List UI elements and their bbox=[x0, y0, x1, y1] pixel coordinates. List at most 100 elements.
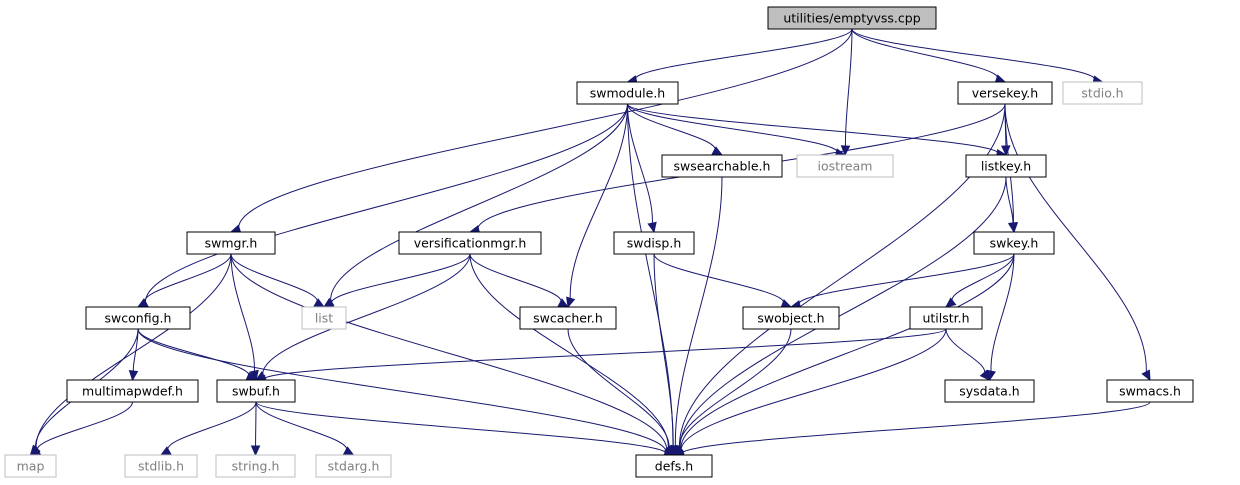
node-string[interactable]: string.h bbox=[215, 454, 296, 478]
edge-line bbox=[330, 103, 628, 303]
edge-line bbox=[262, 253, 471, 377]
node-swmacs[interactable]: swmacs.h bbox=[1106, 379, 1194, 403]
edge-line bbox=[680, 253, 1015, 451]
edge-swmgr-to-swbuf bbox=[230, 253, 259, 382]
edge-line bbox=[990, 253, 1015, 373]
node-label: listkey.h bbox=[981, 159, 1031, 174]
node-swkey[interactable]: swkey.h bbox=[973, 231, 1055, 255]
node-swmgr[interactable]: swmgr.h bbox=[186, 231, 276, 255]
edge-swbuf-to-string bbox=[250, 401, 261, 457]
node-swdisp[interactable]: swdisp.h bbox=[613, 231, 695, 255]
arrowhead bbox=[1141, 369, 1151, 382]
edge-swmodule-to-swsearchable bbox=[627, 103, 724, 156]
node-label: list bbox=[315, 311, 333, 326]
edge-swconfig-to-swbuf bbox=[137, 328, 258, 381]
edge-line bbox=[263, 328, 947, 380]
node-label: stdio.h bbox=[1081, 86, 1123, 101]
edge-swmodule-to-listkey bbox=[627, 103, 1008, 159]
edge-line bbox=[681, 401, 1151, 455]
node-versekey[interactable]: versekey.h bbox=[957, 81, 1053, 105]
node-box bbox=[4, 454, 57, 478]
node-iostream[interactable]: iostream bbox=[796, 154, 894, 178]
edge-line bbox=[798, 253, 1015, 306]
node-swobject[interactable]: swobject.h bbox=[742, 306, 840, 330]
edge-line bbox=[653, 253, 674, 448]
node-stdlib[interactable]: stdlib.h bbox=[124, 454, 198, 478]
edge-line bbox=[238, 28, 853, 230]
edge-versificationmgr-to-swbuf bbox=[254, 253, 471, 381]
edge-line bbox=[653, 253, 785, 305]
node-stdio[interactable]: stdio.h bbox=[1062, 81, 1143, 105]
edge-line bbox=[674, 176, 723, 448]
node-label: versekey.h bbox=[972, 86, 1038, 101]
node-list[interactable]: list bbox=[301, 306, 347, 330]
node-label: stdarg.h bbox=[328, 459, 380, 474]
edge-line bbox=[469, 253, 562, 304]
node-label: swkey.h bbox=[990, 236, 1039, 251]
edge-swmodule-to-iostream bbox=[627, 103, 847, 158]
edge-line bbox=[1005, 176, 1014, 225]
edge-swmgr-to-map bbox=[29, 253, 232, 456]
node-box bbox=[186, 231, 276, 255]
node-swbuf[interactable]: swbuf.h bbox=[216, 379, 296, 403]
node-swcacher[interactable]: swcacher.h bbox=[519, 306, 617, 330]
edge-versificationmgr-to-defs bbox=[469, 253, 675, 456]
arrowhead bbox=[979, 369, 991, 381]
node-swconfig[interactable]: swconfig.h bbox=[85, 306, 191, 330]
edge-line bbox=[678, 328, 792, 450]
node-box bbox=[909, 306, 983, 330]
edge-line bbox=[137, 328, 250, 378]
edge-root-to-iostream bbox=[840, 28, 853, 157]
edge-line bbox=[569, 103, 628, 300]
edge-swmodule-to-swconfig bbox=[136, 103, 628, 308]
node-box bbox=[635, 454, 713, 478]
edge-swmgr-to-swconfig bbox=[136, 253, 232, 308]
node-label: swcacher.h bbox=[533, 311, 603, 326]
edge-swmodule-to-swcacher bbox=[566, 103, 628, 309]
node-box bbox=[576, 81, 679, 105]
node-versificationmgr[interactable]: versificationmgr.h bbox=[398, 231, 542, 255]
arrowhead bbox=[557, 298, 570, 308]
edge-line bbox=[469, 253, 669, 450]
node-root[interactable]: utilities/emptyvss.cpp bbox=[767, 6, 937, 30]
node-multimapwdef[interactable]: multimapwdef.h bbox=[66, 379, 199, 403]
node-label: multimapwdef.h bbox=[82, 384, 183, 399]
node-defs[interactable]: defs.h bbox=[635, 454, 713, 478]
node-map[interactable]: map bbox=[4, 454, 57, 478]
node-box bbox=[124, 454, 198, 478]
edge-swmodule-to-list bbox=[322, 103, 628, 308]
node-box bbox=[965, 154, 1047, 178]
edge-line bbox=[844, 28, 853, 148]
node-box bbox=[66, 379, 199, 403]
edge-versificationmgr-to-list bbox=[322, 253, 471, 309]
node-sysdata[interactable]: sysdata.h bbox=[944, 379, 1035, 403]
arrowhead bbox=[647, 221, 657, 234]
node-label: iostream bbox=[818, 159, 873, 174]
arrowhead bbox=[342, 446, 355, 456]
edge-swmodule-to-swdisp bbox=[627, 103, 657, 234]
node-box bbox=[215, 454, 296, 478]
node-box bbox=[944, 379, 1035, 403]
edge-swbuf-to-defs bbox=[255, 401, 676, 459]
edge-line bbox=[37, 401, 133, 452]
edge-line bbox=[230, 253, 318, 304]
edge-line bbox=[567, 328, 670, 449]
node-stdarg[interactable]: stdarg.h bbox=[315, 454, 392, 478]
node-box bbox=[742, 306, 840, 330]
node-box bbox=[398, 231, 542, 255]
node-swmodule[interactable]: swmodule.h bbox=[576, 81, 679, 105]
node-utilstr[interactable]: utilstr.h bbox=[909, 306, 983, 330]
node-listkey[interactable]: listkey.h bbox=[965, 154, 1047, 178]
edge-swbuf-to-stdarg bbox=[255, 401, 355, 456]
edge-line bbox=[634, 28, 853, 81]
arrowhead bbox=[1007, 221, 1018, 234]
node-box bbox=[973, 231, 1055, 255]
edge-line bbox=[144, 253, 232, 304]
node-label: swobject.h bbox=[757, 311, 824, 326]
edge-line bbox=[255, 401, 667, 455]
node-box bbox=[767, 6, 937, 30]
node-swsearchable[interactable]: swsearchable.h bbox=[661, 154, 783, 178]
edge-line bbox=[167, 401, 257, 452]
node-label: versificationmgr.h bbox=[414, 236, 527, 251]
